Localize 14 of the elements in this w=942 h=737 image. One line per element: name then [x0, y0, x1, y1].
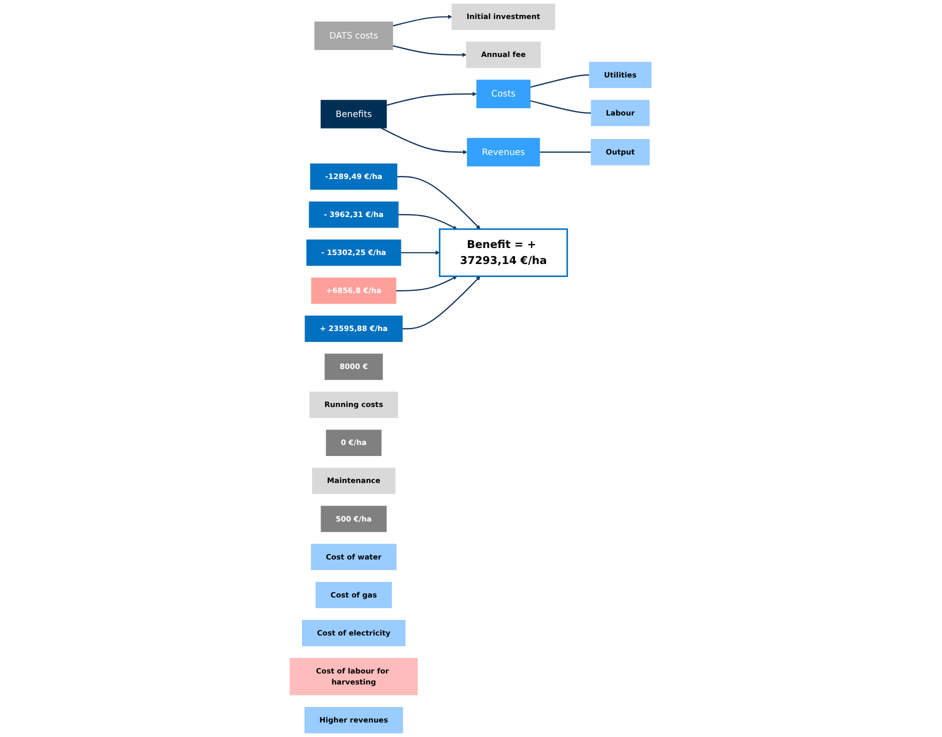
arrow — [402, 276, 481, 330]
arrow — [381, 128, 468, 154]
arrow — [398, 214, 458, 230]
arrow — [386, 92, 478, 106]
result-box: Benefit = + 37293,14 €/ha — [439, 228, 568, 277]
arrow — [393, 45, 467, 58]
arrow — [401, 250, 440, 255]
arrow — [396, 276, 458, 292]
category-box: Revenues — [467, 138, 540, 166]
title-box: Benefits — [321, 100, 388, 128]
arrow — [397, 176, 481, 230]
title-box: DATS costs — [314, 22, 394, 50]
category-box: Costs — [476, 80, 531, 108]
arrow — [393, 14, 453, 26]
